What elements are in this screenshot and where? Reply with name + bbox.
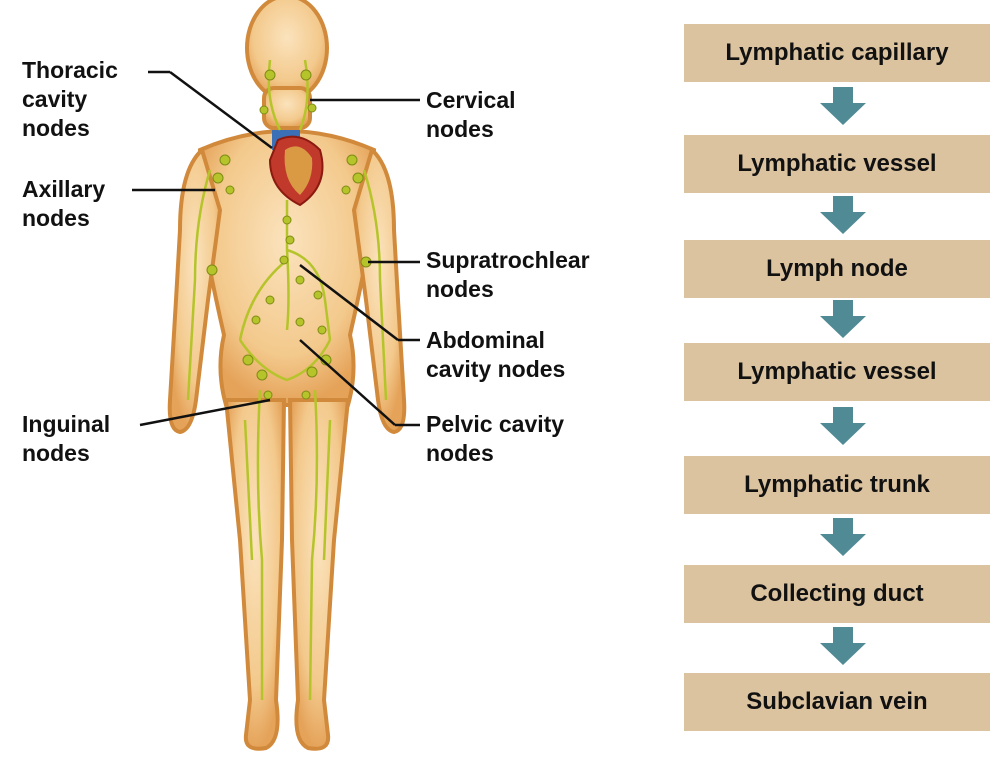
label-supratrochlear-nodes: Supratrochlear nodes [426, 246, 590, 304]
down-arrow-icon [820, 518, 866, 556]
body-silhouette [170, 0, 405, 749]
label-axillary-nodes: Axillary nodes [22, 175, 105, 233]
down-arrow-icon [820, 627, 866, 665]
down-arrow-icon [820, 87, 866, 125]
flow-step-lymphatic-capillary: Lymphatic capillary [684, 24, 990, 82]
label-cervical-nodes: Cervical nodes [426, 86, 516, 144]
down-arrow-icon [820, 300, 866, 338]
flow-step-lymphatic-vessel: Lymphatic vessel [684, 135, 990, 193]
label-pelvic-cavity-nodes: Pelvic cavity nodes [426, 410, 564, 468]
label-thoracic-cavity-nodes: Thoracic cavity nodes [22, 56, 118, 143]
down-arrow-icon [820, 196, 866, 234]
flow-step-subclavian-vein: Subclavian vein [684, 673, 990, 731]
flow-step-collecting-duct: Collecting duct [684, 565, 990, 623]
flow-step-lymphatic-trunk: Lymphatic trunk [684, 456, 990, 514]
label-abdominal-cavity-nodes: Abdominal cavity nodes [426, 326, 565, 384]
label-inguinal-nodes: Inguinal nodes [22, 410, 110, 468]
flow-step-lymphatic-vessel-2: Lymphatic vessel [684, 343, 990, 401]
down-arrow-icon [820, 407, 866, 445]
flow-step-lymph-node: Lymph node [684, 240, 990, 298]
